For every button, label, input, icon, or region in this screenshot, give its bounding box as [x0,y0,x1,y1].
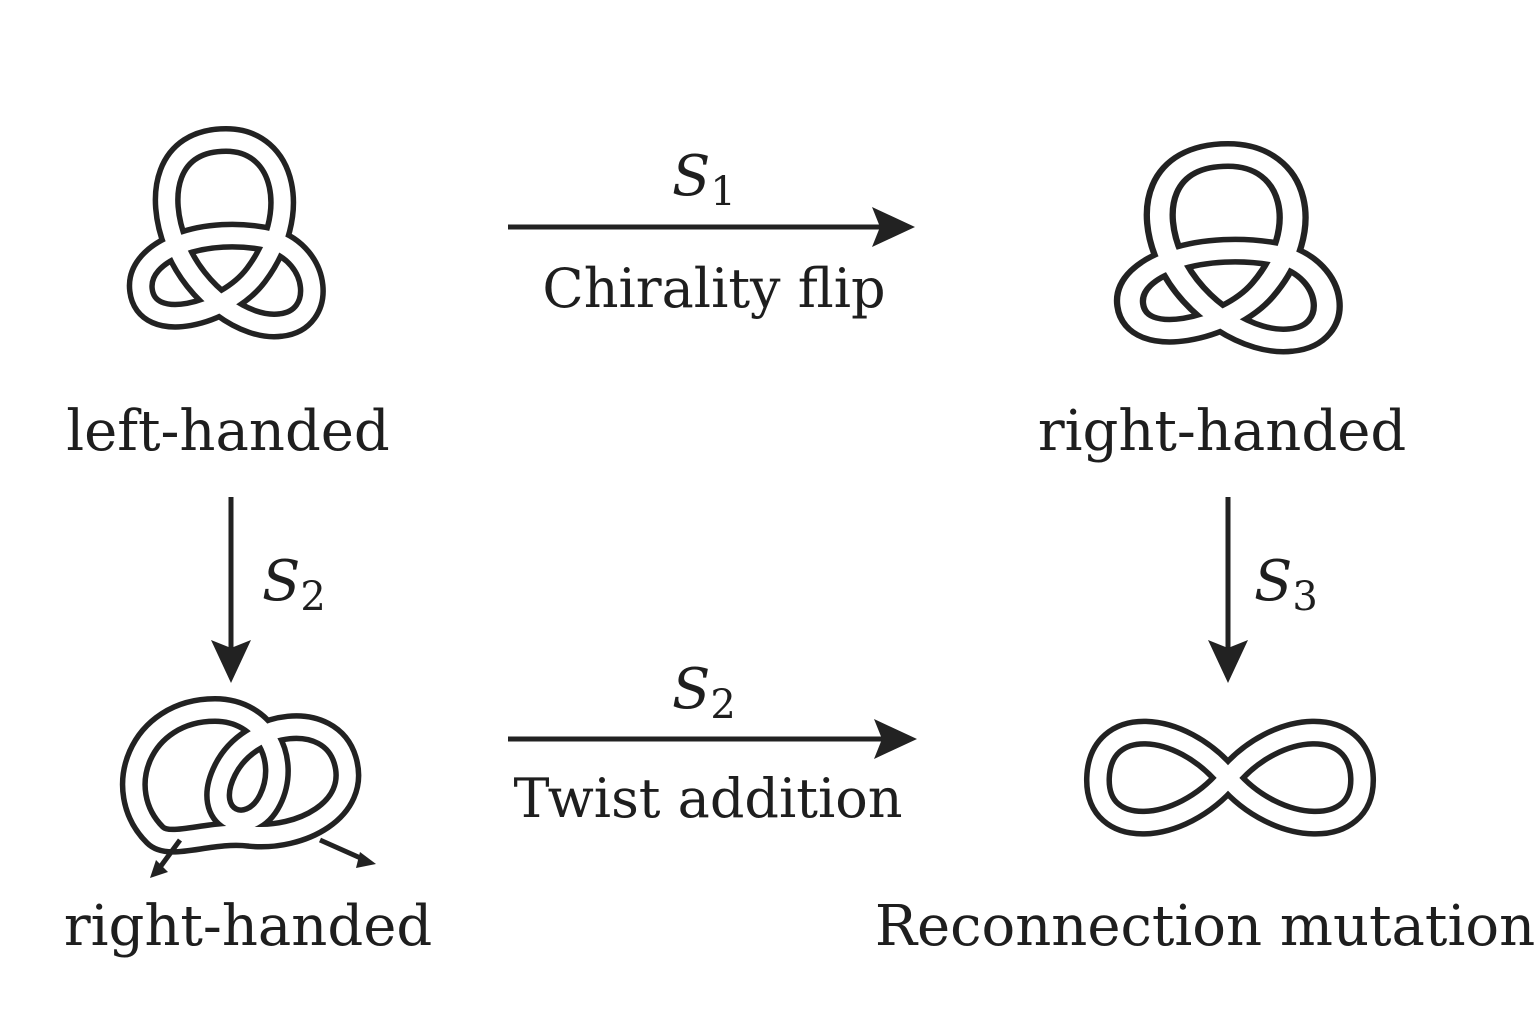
node-label-right-handed-top: right-handed [1038,399,1406,464]
arrow-bottom [508,719,917,759]
node-label-reconnection-mutation: Reconnection mutation [875,894,1535,959]
trefoil-knot-icon [1130,155,1327,340]
node-label-left-handed: left-handed [66,399,390,464]
node-label-right-handed-bottom: right-handed [64,894,432,959]
arrow-top [508,207,915,247]
edge-caption-chirality-flip: Chirality flip [542,257,885,320]
twisted-knot-icon [119,696,376,878]
edge-symbol-top: S1 [672,144,736,215]
edge-symbol-right: S3 [1254,549,1318,620]
edge-symbol-bottom: S2 [672,657,736,728]
edge-caption-twist-addition: Twist addition [513,767,902,830]
arrow-left [211,497,251,683]
trefoil-knot-icon [141,140,312,325]
edge-symbol-left: S2 [262,549,326,620]
arrow-right [1208,497,1248,683]
figure-eight-loop-icon [1084,718,1376,837]
